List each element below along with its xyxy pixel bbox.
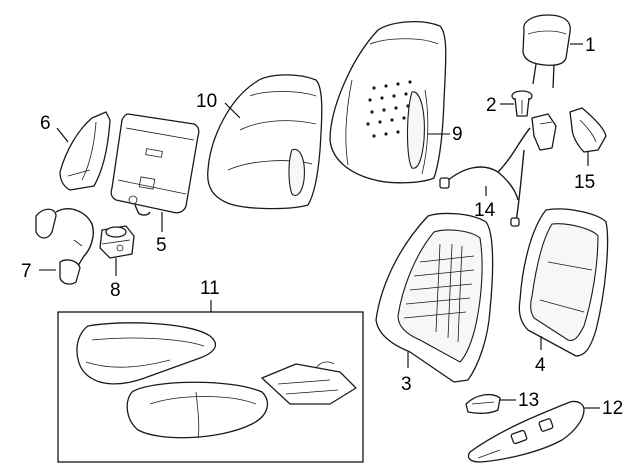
seat-heater-mat-illustration (261, 361, 357, 405)
motor-illustration (99, 225, 135, 259)
callout-1: 1 (585, 35, 596, 56)
callout-5: 5 (156, 235, 167, 256)
callout-15: 15 (574, 172, 595, 193)
leader-10 (224, 102, 241, 119)
seat-back-perforations (366, 80, 412, 138)
headrest-illustration (522, 14, 571, 89)
seat-back-cushion-illustration (207, 74, 323, 210)
seat-cushion-assembly-box (57, 311, 364, 463)
leader-6 (56, 127, 69, 143)
callout-10: 10 (196, 91, 217, 112)
guide-bracket-illustration (569, 107, 607, 153)
callout-14: 14 (474, 200, 496, 221)
callout-13: 13 (518, 390, 539, 411)
callout-9: 9 (452, 124, 463, 145)
callout-3: 3 (401, 374, 412, 395)
seat-cushion-illustration (76, 322, 269, 439)
seat-back-panel-illustration (518, 208, 609, 357)
outer-side-shield-illustration (467, 400, 585, 463)
control-module-illustration (110, 113, 200, 216)
callout-7: 7 (21, 261, 32, 282)
seat-back-cover-illustration (329, 21, 447, 184)
headrest-guide-illustration (511, 90, 533, 117)
callout-11: 11 (200, 278, 220, 299)
side-trim-illustration (59, 111, 111, 191)
callout-12: 12 (602, 398, 623, 419)
seat-back-springs (403, 243, 475, 343)
callout-4: 4 (535, 355, 546, 376)
seat-back-harness-illustration (439, 113, 557, 227)
callout-8: 8 (110, 280, 121, 301)
trim-cover-illustration (465, 393, 501, 414)
callout-2: 2 (486, 95, 497, 116)
seat-back-frame-illustration (375, 212, 494, 383)
wiring-harness-illustration (35, 208, 94, 285)
callout-6: 6 (40, 113, 51, 134)
